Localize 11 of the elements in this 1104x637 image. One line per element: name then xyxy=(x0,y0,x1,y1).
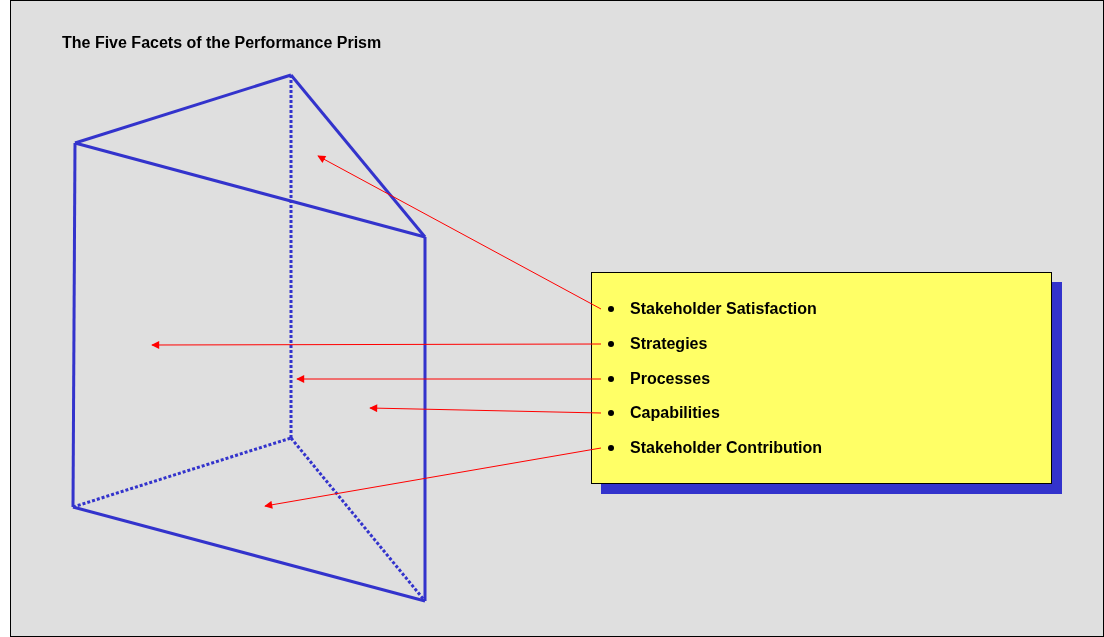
list-item-text: Strategies xyxy=(630,335,708,353)
list-item-text: Stakeholder Contribution xyxy=(630,439,822,457)
list-box xyxy=(591,272,1052,484)
list-item-text: Stakeholder Satisfaction xyxy=(630,300,817,318)
title: The Five Facets of the Performance Prism xyxy=(62,34,382,52)
list-item-text: Processes xyxy=(630,370,711,388)
leader-arrow xyxy=(264,447,602,509)
list-item-text: Capabilities xyxy=(630,404,720,422)
leader-arrow xyxy=(151,341,602,349)
leader-arrow xyxy=(296,375,602,383)
leader-arrow xyxy=(369,404,602,414)
